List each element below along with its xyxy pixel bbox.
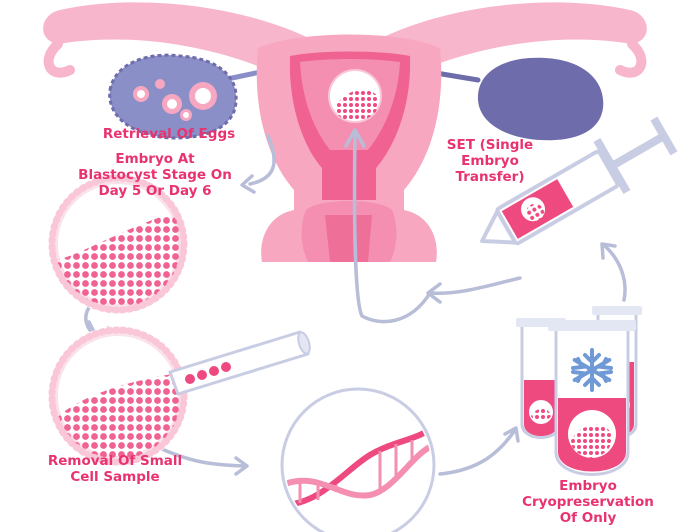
dna-icon <box>280 387 436 532</box>
snowflake-icon <box>571 348 613 392</box>
label-retrieval-of-eggs: Retrieval Of Eggs <box>102 126 236 142</box>
embryo-icon-biopsy <box>48 326 188 466</box>
label-single-embryo-transfer: SET (Single Embryo Transfer) <box>446 137 534 185</box>
ovary-icon-left <box>108 53 238 140</box>
label-embryo-cryopreservation: Embryo Cryopreservation Of Only <box>522 478 654 526</box>
ovary-icon-right <box>477 57 604 141</box>
label-embryo-blastocyst: Embryo At Blastocyst Stage On Day 5 Or D… <box>78 151 232 199</box>
syringe-icon <box>480 116 678 246</box>
label-removal-of-small-cell-sample: Removal Of Small Cell Sample <box>47 453 183 485</box>
pipette-icon <box>168 330 311 396</box>
test-tube-icon <box>516 306 642 476</box>
uterus-icon <box>43 2 647 262</box>
embryo-icon-blastocyst <box>48 174 188 314</box>
